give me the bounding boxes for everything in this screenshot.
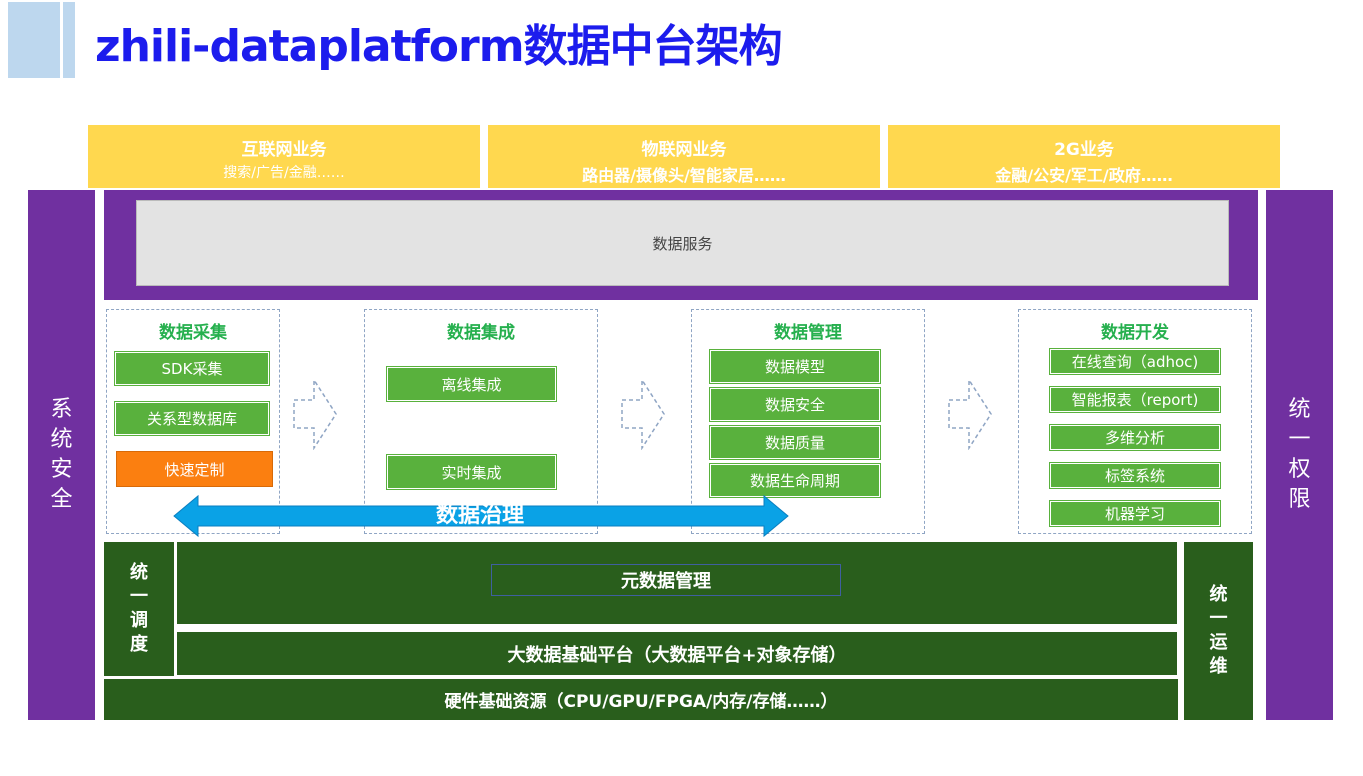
integrate-item-offline: 离线集成 <box>387 367 556 401</box>
manage-item-lifecycle: 数据生命周期 <box>710 464 880 497</box>
unified-ops-box: 统一运维 <box>1184 542 1253 720</box>
develop-item-ml: 机器学习 <box>1050 501 1220 526</box>
business-2g: 2G业务 金融/公安/军工/政府…… <box>888 125 1280 188</box>
develop-item-adhoc: 在线查询（adhoc) <box>1050 349 1220 374</box>
develop-item-olap: 多维分析 <box>1050 425 1220 450</box>
page-title: zhili-dataplatform数据中台架构 <box>95 21 783 72</box>
unified-ops-label: 统一运维 <box>1209 584 1228 677</box>
system-security-bar: 系统安全 <box>28 190 95 720</box>
module-title: 数据开发 <box>1101 323 1169 343</box>
business-name: 2G业务 <box>1054 140 1114 160</box>
integrate-item-realtime: 实时集成 <box>387 455 556 489</box>
develop-item-tags: 标签系统 <box>1050 463 1220 488</box>
metadata-layer <box>177 542 1177 624</box>
hardware-layer: 硬件基础资源（CPU/GPU/FPGA/内存/存储……） <box>104 679 1178 720</box>
business-name: 互联网业务 <box>241 140 327 160</box>
business-sub: 搜索/广告/金融…… <box>223 165 345 181</box>
module-data-integrate: 数据集成 <box>364 309 598 534</box>
module-title: 数据采集 <box>159 323 227 343</box>
flow-arrow-icon <box>621 378 665 450</box>
business-iot: 物联网业务 路由器/摄像头/智能家居…… <box>488 125 880 188</box>
manage-item-model: 数据模型 <box>710 350 880 383</box>
business-internet: 互联网业务 搜索/广告/金融…… <box>88 125 480 188</box>
flow-arrow-icon <box>293 378 337 450</box>
unified-schedule-box: 统一调度 <box>104 542 174 676</box>
title-accent-bar-thin <box>63 2 75 78</box>
unified-schedule-label: 统一调度 <box>130 562 148 655</box>
manage-item-quality: 数据质量 <box>710 426 880 459</box>
collect-item-sdk: SDK采集 <box>115 352 269 385</box>
business-sub: 金融/公安/军工/政府…… <box>995 166 1173 185</box>
collect-item-custom: 快速定制 <box>117 452 272 486</box>
develop-item-report: 智能报表（report) <box>1050 387 1220 412</box>
system-security-label: 系统安全 <box>50 397 73 512</box>
governance-label: 数据治理 <box>435 503 524 528</box>
module-title: 数据集成 <box>447 323 515 343</box>
collect-item-rdb: 关系型数据库 <box>115 402 269 435</box>
business-sub: 路由器/摄像头/智能家居…… <box>582 166 786 185</box>
bigdata-platform-layer: 大数据基础平台（大数据平台+对象存储） <box>177 632 1177 675</box>
metadata-management-box: 元数据管理 <box>491 564 841 596</box>
flow-arrow-icon <box>948 378 992 450</box>
unified-permission-label: 统一权限 <box>1288 397 1311 512</box>
title-accent-bar <box>8 2 60 78</box>
data-service-box: 数据服务 <box>136 200 1229 286</box>
unified-permission-bar: 统一权限 <box>1266 190 1333 720</box>
module-data-develop: 数据开发 <box>1018 309 1252 534</box>
business-name: 物联网业务 <box>641 140 727 160</box>
manage-item-security: 数据安全 <box>710 388 880 421</box>
module-title: 数据管理 <box>774 323 842 343</box>
governance-double-arrow-icon <box>173 494 789 538</box>
